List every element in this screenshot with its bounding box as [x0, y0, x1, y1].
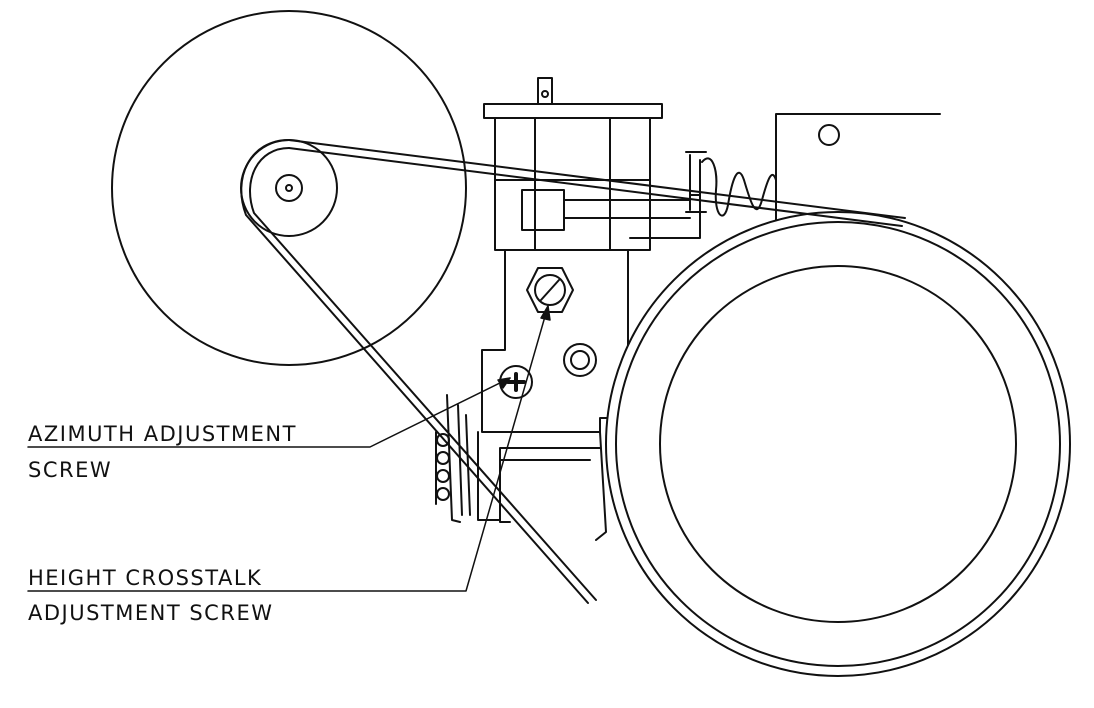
supply-reel-spindle-ring — [275, 174, 303, 202]
drive-belt — [240, 139, 906, 604]
head-housing — [483, 77, 701, 251]
clamp-block — [521, 189, 565, 231]
azimuth-leader — [27, 377, 511, 448]
height-leader — [27, 305, 549, 592]
takeup-reel-hub — [659, 265, 1017, 623]
post — [563, 343, 597, 377]
azimuth-callout-line1: AZIMUTH ADJUSTMENT — [28, 422, 297, 446]
hex-nut — [526, 267, 574, 313]
height-crosstalk-callout-line2: ADJUSTMENT SCREW — [28, 601, 274, 625]
tape-guide — [435, 394, 471, 523]
housing-top-plate — [483, 103, 663, 119]
head-block — [477, 249, 629, 541]
bracket-hole — [818, 124, 840, 146]
takeup-reel — [605, 211, 1071, 677]
height-crosstalk-callout-line1: HEIGHT CROSSTALK — [28, 566, 263, 590]
takeup-reel-outer — [605, 211, 1071, 677]
azimuth-callout-line2: SCREW — [28, 458, 113, 482]
leader-lines — [27, 305, 551, 592]
tension-spring — [685, 151, 777, 217]
supply-reel-disc — [111, 10, 467, 366]
takeup-reel-inner-rim — [615, 221, 1061, 667]
upper-right-bracket — [775, 113, 941, 231]
supply-reel-spindle — [285, 184, 293, 192]
supply-reel — [111, 10, 467, 366]
